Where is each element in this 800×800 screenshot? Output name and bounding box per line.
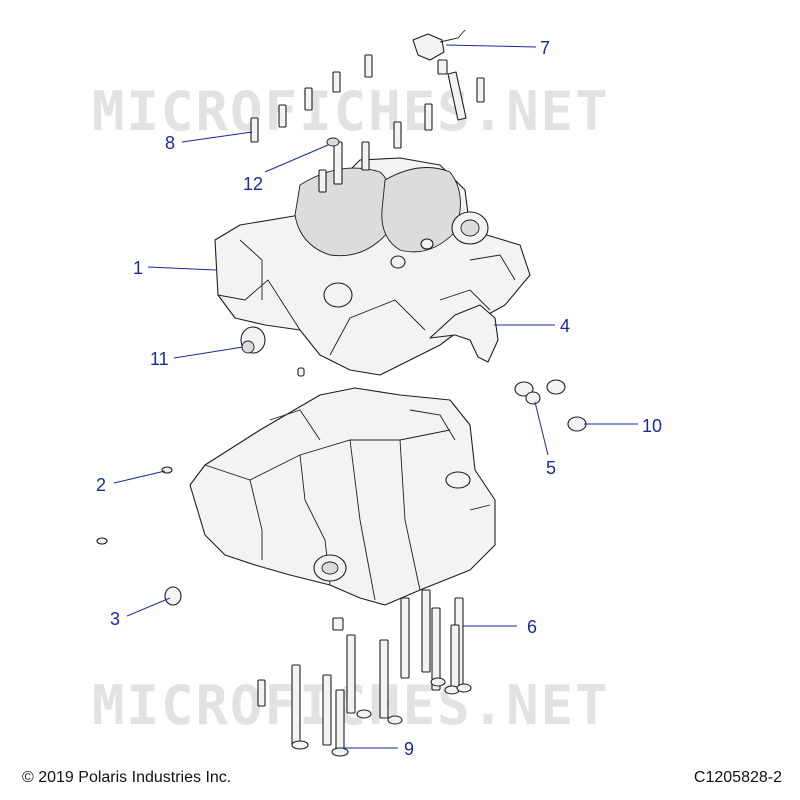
callout-7: 7 — [540, 38, 550, 58]
callout-10: 10 — [642, 416, 662, 436]
callout-4: 4 — [560, 316, 570, 336]
callout-5: 5 — [546, 458, 556, 478]
bolts-top — [250, 54, 485, 193]
callout-8: 8 — [165, 133, 175, 153]
sensor-part-7 — [412, 29, 466, 61]
watermark-top: MICROFICHES.NET — [92, 80, 610, 143]
copyright-text: © 2019 Polaris Industries Inc. — [22, 769, 231, 786]
callout-3: 3 — [110, 609, 120, 629]
bolts-part-6 — [400, 589, 472, 695]
callout-9: 9 — [404, 739, 414, 759]
bracket-part-4 — [429, 304, 499, 363]
plugs-right — [514, 379, 587, 432]
callout-1: 1 — [133, 258, 143, 278]
callout-12: 12 — [243, 174, 263, 194]
callout-11: 11 — [150, 349, 169, 369]
callout-6: 6 — [527, 617, 537, 637]
lower-crankcase — [189, 387, 496, 606]
leader-lines — [113, 44, 638, 749]
bolts-part-9 — [257, 617, 403, 757]
figure-id: C1205828-2 — [694, 769, 782, 786]
callout-2: 2 — [96, 475, 106, 495]
